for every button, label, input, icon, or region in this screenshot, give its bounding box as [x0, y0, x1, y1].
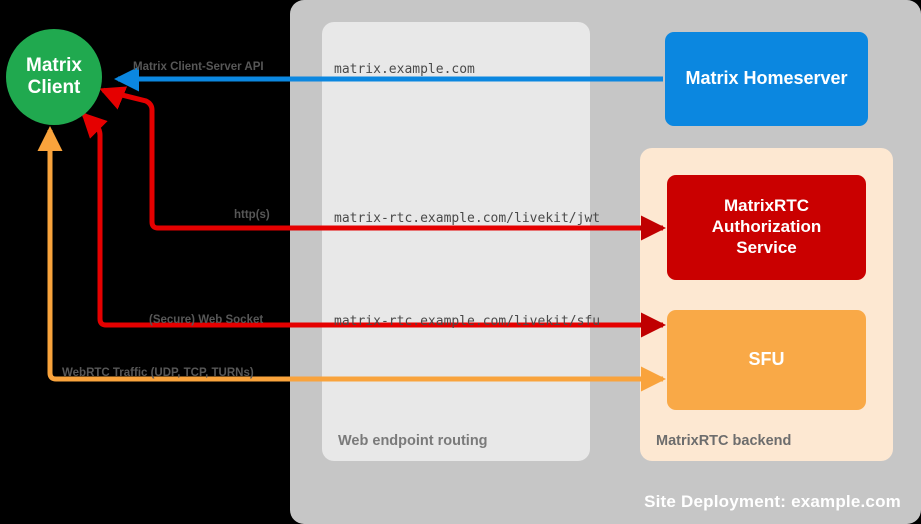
node-matrixrtc-authorization-service[interactable]: MatrixRTC Authorization Service	[667, 175, 866, 280]
edge-http-jwt-line	[109, 89, 663, 231]
edge-label-http: http(s)	[234, 209, 270, 221]
node-auth-line3: Service	[736, 237, 797, 257]
edge-label-web-socket: (Secure) Web Socket	[149, 314, 264, 326]
endpoint-label-matrix: matrix.example.com	[334, 62, 475, 77]
node-matrix-client-line2: Client	[27, 77, 81, 98]
endpoint-label-livekit-sfu: matrix-rtc.example.com/livekit/sfu	[334, 314, 601, 329]
site-deployment-label: Site Deployment: example.com	[644, 492, 901, 511]
node-auth-line1: MatrixRTC	[723, 196, 809, 216]
node-matrix-homeserver-label: Matrix Homeserver	[685, 68, 848, 89]
edge-webrtc-traffic-line	[47, 140, 663, 382]
node-sfu-label: SFU	[748, 349, 785, 370]
node-matrix-homeserver[interactable]: Matrix Homeserver	[665, 32, 868, 126]
web-endpoint-routing-label: Web endpoint routing	[338, 433, 488, 449]
endpoint-label-livekit-jwt: matrix-rtc.example.com/livekit/jwt	[334, 211, 601, 226]
node-matrix-client[interactable]: Matrix Client	[6, 29, 102, 125]
node-matrix-client-line1: Matrix	[26, 55, 82, 77]
node-sfu[interactable]: SFU	[667, 310, 866, 410]
node-auth-line2: Authorization	[711, 217, 822, 237]
matrixrtc-backend-label: MatrixRTC backend	[656, 433, 792, 449]
edge-http-jwt-arrow-to-client	[99, 86, 128, 110]
web-endpoint-routing-container: Web endpoint routing	[322, 22, 590, 461]
edge-label-matrix-client-server-api: Matrix Client-Server API	[133, 61, 264, 73]
edge-label-webrtc-traffic: WebRTC Traffic (UDP, TCP, TURNs)	[62, 367, 254, 379]
edge-web-socket-arrow-to-client	[81, 112, 108, 139]
